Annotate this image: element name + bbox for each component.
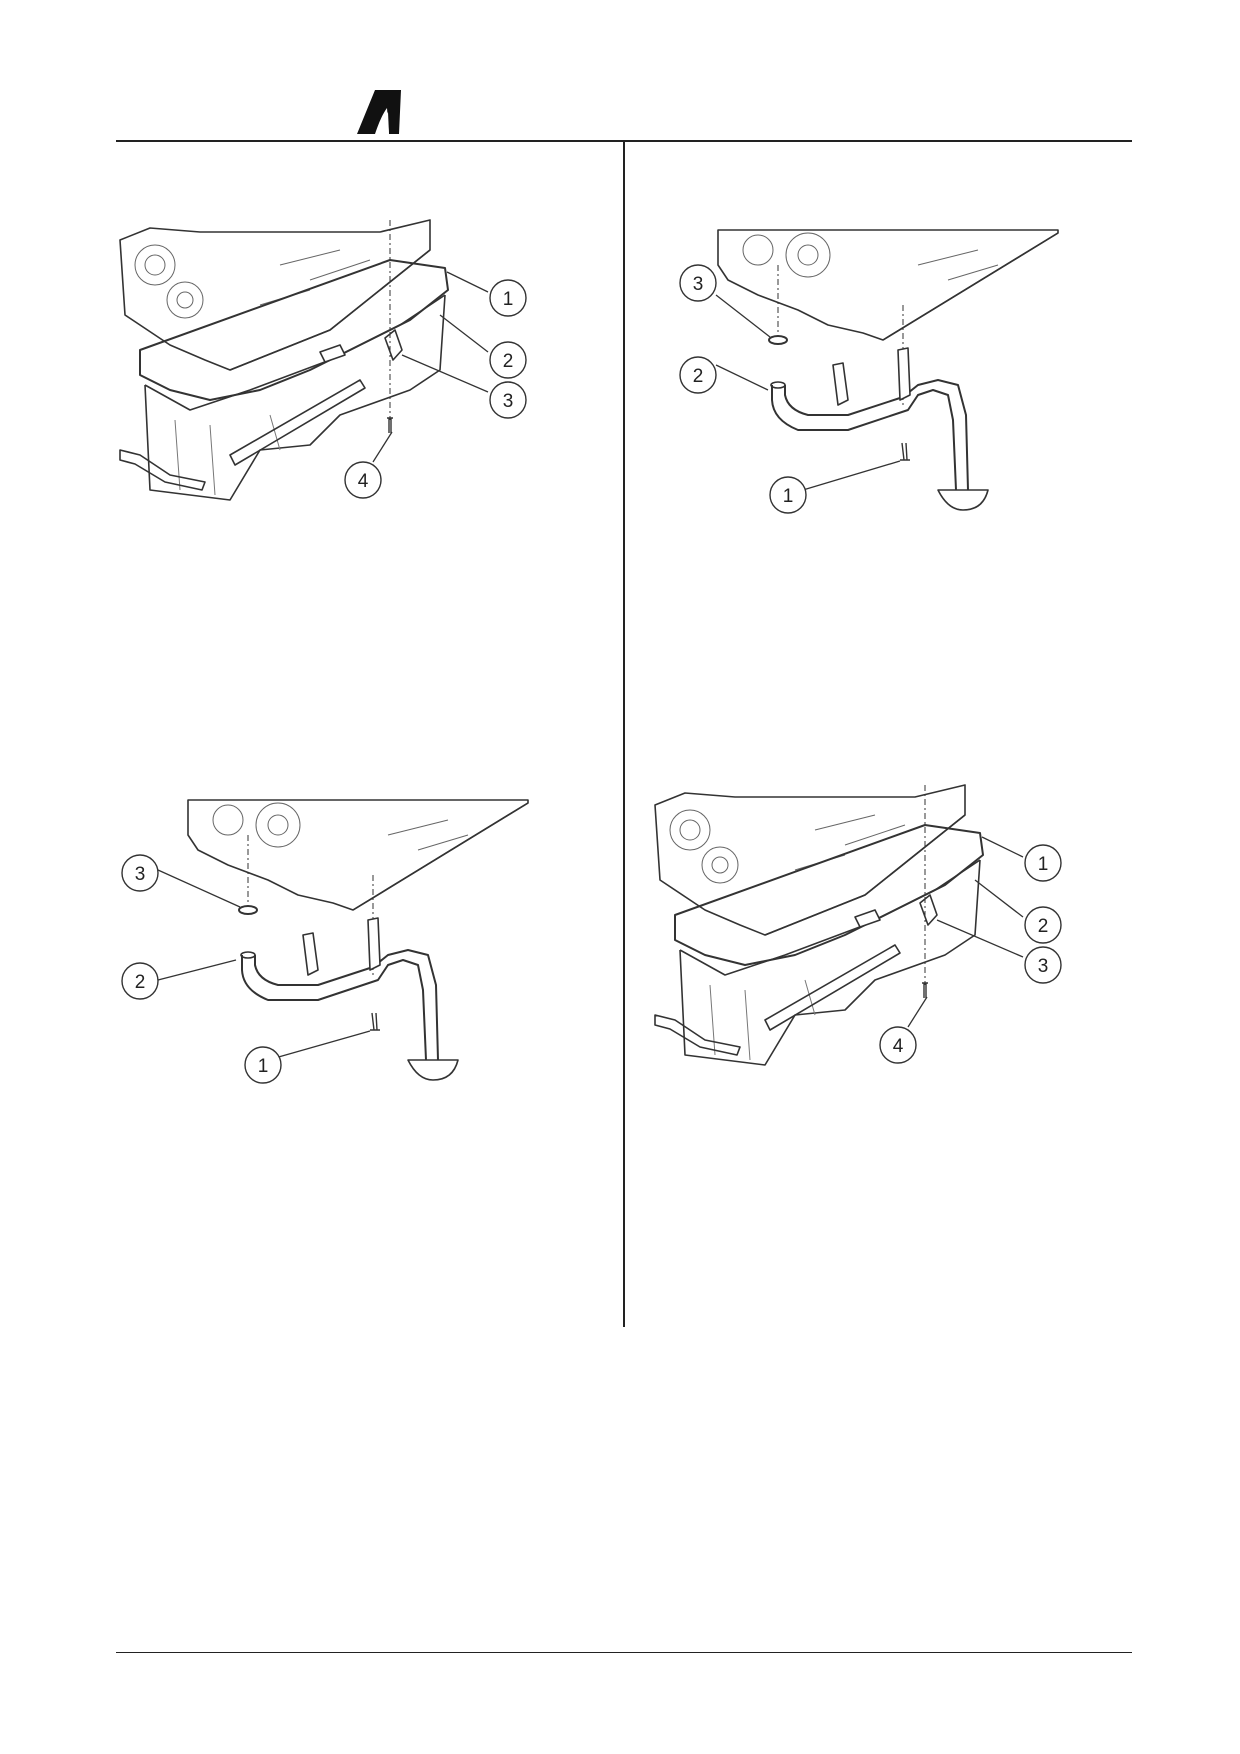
callout-group: 3 2 1 (679, 264, 807, 514)
callout-4: 4 (879, 1026, 917, 1064)
callout-1: 1 (244, 1046, 282, 1084)
callout-4: 4 (344, 461, 382, 499)
callout-3: 3 (121, 854, 159, 892)
callout-1: 1 (769, 476, 807, 514)
callout-3: 3 (679, 264, 717, 302)
svg-text:4: 4 (358, 471, 369, 492)
callout-2: 2 (489, 341, 527, 379)
svg-text:3: 3 (693, 274, 704, 295)
callout-2: 2 (679, 356, 717, 394)
svg-text:4: 4 (893, 1036, 904, 1057)
column-divider (623, 141, 625, 1327)
svg-text:3: 3 (1038, 956, 1049, 977)
callout-3: 3 (489, 381, 527, 419)
svg-text:1: 1 (503, 289, 514, 310)
figure-suction-pipe-top-right: 3 2 1 (679, 229, 1059, 514)
callout-1: 1 (489, 279, 527, 317)
callout-group: 1 2 3 4 (344, 279, 527, 499)
footer-rule (116, 1652, 1132, 1653)
svg-text:2: 2 (135, 972, 146, 993)
figure-oil-pan-bottom-right: 1 2 3 4 (654, 784, 1062, 1066)
callout-group: 1 2 3 4 (879, 844, 1062, 1064)
svg-text:2: 2 (693, 366, 704, 387)
callout-group: 3 2 1 (121, 854, 282, 1084)
figure-suction-pipe-bottom-left: 3 2 1 (121, 799, 529, 1084)
svg-text:1: 1 (258, 1056, 269, 1077)
brand-logo-icon (357, 90, 401, 134)
callout-1: 1 (1024, 844, 1062, 882)
svg-text:2: 2 (1038, 916, 1049, 937)
callout-2: 2 (1024, 906, 1062, 944)
svg-text:3: 3 (503, 391, 514, 412)
svg-text:3: 3 (135, 864, 146, 885)
svg-text:1: 1 (783, 486, 794, 507)
figure-oil-pan-top-left: 1 2 3 4 (119, 219, 527, 501)
callout-3: 3 (1024, 946, 1062, 984)
svg-text:2: 2 (503, 351, 514, 372)
svg-text:1: 1 (1038, 854, 1049, 875)
page-header (0, 0, 1240, 145)
callout-2: 2 (121, 962, 159, 1000)
